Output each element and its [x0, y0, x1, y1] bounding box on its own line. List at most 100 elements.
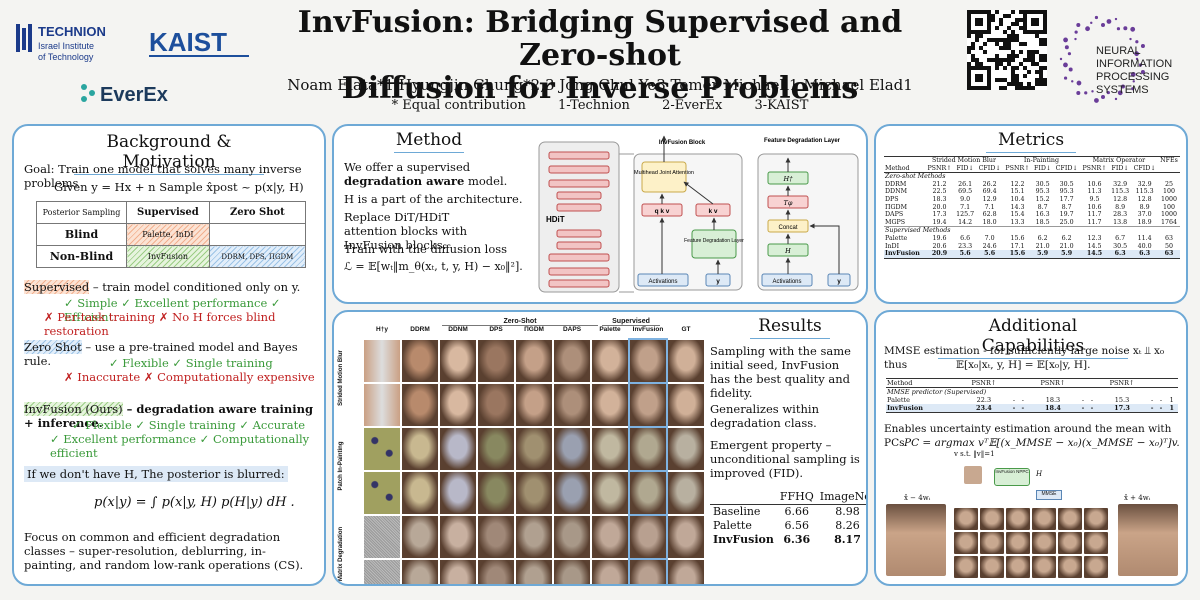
- metrics-sup-1-1: 20.6: [932, 242, 947, 250]
- results-image: [554, 560, 590, 584]
- mmse-head-1: PSNR↑: [971, 379, 997, 387]
- metrics-zs-4-10: 1000: [1160, 211, 1177, 219]
- ps-header-0: Posterior Sampling: [36, 201, 127, 224]
- ps-nonblind-sup: InvFusion: [126, 245, 210, 268]
- qr-code-icon[interactable]: [967, 10, 1047, 90]
- results-image: [478, 340, 514, 382]
- mmse-r0-3: -: [1021, 396, 1024, 404]
- metrics-sup-label: Supervised Methods: [885, 227, 951, 235]
- results-image: [668, 428, 704, 470]
- metrics-sup-1-10: 50: [1164, 242, 1173, 250]
- metrics-zs-5-1: 19.4: [932, 218, 947, 226]
- results-image: [592, 516, 628, 558]
- method-p2: H is a part of the architecture.: [344, 192, 523, 206]
- metrics-zs-5-10: 1764: [1160, 218, 1177, 226]
- metrics-zs-5-7: 11.7: [1087, 218, 1102, 226]
- hdit-layer: [556, 229, 602, 238]
- metrics-title: Metrics: [986, 130, 1076, 153]
- metrics-zs-5-5: 18.5: [1035, 218, 1050, 226]
- ps-blind: Blind: [36, 223, 127, 246]
- mmse-label: MMSE predictor (Supervised): [887, 388, 987, 396]
- technion-sub-2: of Technology: [38, 52, 94, 62]
- results-image: [364, 384, 400, 426]
- metrics-sub-7: PSNR↑: [1082, 164, 1107, 172]
- metrics-zs-0-1: 21.2: [932, 180, 947, 188]
- metrics-sub-6: CFID↓: [1055, 164, 1078, 172]
- supervised-cons: ✗ Per-task training ✗ No H forces blind …: [44, 310, 276, 338]
- metrics-sub-10: [1158, 165, 1180, 173]
- metrics-zs-1-9: 115.3: [1135, 188, 1154, 196]
- ps-blind-sup: Palette, InDI: [126, 223, 210, 246]
- metrics-zs-1-3: 69.4: [982, 188, 997, 196]
- metrics-zs-2-3: 12.9: [982, 195, 997, 203]
- metrics-sup-0-3: 7.0: [984, 234, 995, 242]
- affil-everex: 2-EverEx: [662, 98, 723, 113]
- metrics-table: Strided Motion Blur In-Painting Matrix O…: [884, 156, 1180, 259]
- metrics-sub-1: PSNR↑: [927, 164, 952, 172]
- metrics-sup-0-5: 6.2: [1037, 234, 1048, 242]
- pc-variation-image: [980, 508, 1004, 530]
- metrics-sup-1-9: 40.0: [1137, 242, 1152, 250]
- metrics-inv-6: 5.9: [1053, 250, 1080, 259]
- mmse-inv-10: 1: [1165, 404, 1178, 413]
- results-image: [364, 516, 400, 558]
- results-image: [516, 340, 552, 382]
- posterior-sampling-table: Posterior Sampling Supervised Zero Shot …: [36, 201, 307, 268]
- metrics-sup-0-0: Palette: [885, 234, 908, 242]
- ps-nonblind: Non-Blind: [36, 245, 127, 268]
- mmse-head-9: [1157, 379, 1166, 388]
- zs-header: Zero-Shot: [442, 318, 598, 326]
- metrics-zs-4-0: DAPS: [885, 211, 904, 219]
- results-image: [592, 428, 628, 470]
- results-image: [440, 472, 476, 514]
- results-image: [628, 470, 668, 516]
- results-image: [668, 560, 704, 584]
- mmse-inv-2: -: [1009, 404, 1019, 413]
- metrics-sub-9: CFID↓: [1133, 164, 1156, 172]
- results-col-label: ΠGDM: [524, 326, 544, 333]
- fid-r2-2: 8.17: [834, 533, 861, 546]
- metrics-zs-3-7: 10.6: [1087, 203, 1102, 211]
- pc-variation-image: [1084, 508, 1108, 530]
- fdl-activations-label: Activations: [772, 279, 801, 285]
- results-image: [628, 514, 668, 560]
- results-image: [364, 428, 400, 470]
- attention-label: Multihead Joint Attention: [634, 170, 694, 176]
- results-col-label: Palette: [599, 326, 621, 333]
- metrics-zs-2-7: 9.5: [1089, 195, 1100, 203]
- results-image: [516, 560, 552, 584]
- results-image: [554, 428, 590, 470]
- metrics-sup-1-7: 14.5: [1087, 242, 1102, 250]
- authors: Noam Elata*1 Hyungjin Chung*2,3 Jong Chu…: [287, 76, 913, 94]
- metrics-zs-1-1: 22.5: [932, 188, 947, 196]
- metrics-zs-3-2: 7.1: [960, 203, 971, 211]
- mmse-text-2: 𝔼[x₀|xₜ, y, H] = 𝔼[x₀|y, H].: [956, 359, 1091, 371]
- mmse-head-7: PSNR↑: [1109, 379, 1135, 387]
- fid-h1: FFHQ: [779, 490, 814, 503]
- focus-text: Focus on common and efficient degradatio…: [24, 530, 304, 572]
- metrics-zs-0-10: 25: [1164, 180, 1173, 188]
- metrics-zs-1-6: 95.3: [1059, 188, 1074, 196]
- qkv-label: q k v: [655, 208, 670, 215]
- ps-nonblind-zs: DDRM, DPS, ΠGDM: [208, 245, 307, 268]
- metrics-zs-0-4: 12.2: [1010, 180, 1025, 188]
- hdit-layer: [548, 253, 610, 262]
- metrics-zs-5-0: MGPS: [885, 218, 906, 226]
- metrics-inv-10: 63: [1157, 250, 1180, 259]
- tphi-label: Tφ: [784, 199, 793, 207]
- metrics-group-2: Matrix Operator: [1092, 157, 1146, 164]
- metrics-zs-0-2: 26.1: [958, 180, 973, 188]
- everex-name: EverEx: [100, 84, 168, 106]
- metrics-sup-1-6: 21.0: [1059, 242, 1074, 250]
- metrics-inv-3: 5.6: [976, 250, 1003, 259]
- metrics-zs-1-2: 69.5: [958, 188, 973, 196]
- metrics-zs-0-8: 32.9: [1113, 180, 1128, 188]
- mmse-r0-4: 18.3: [1045, 396, 1061, 404]
- zeroshot-pros: ✓ Flexible ✓ Single training: [109, 356, 273, 370]
- pc-left-label: x̂ − 4wᵢ: [904, 494, 931, 502]
- metrics-zs-3-1: 20.0: [932, 203, 947, 211]
- fid-r1-2: 8.26: [835, 519, 860, 532]
- metrics-zs-2-8: 12.8: [1113, 195, 1128, 203]
- background-title: Background & Motivation: [74, 132, 264, 175]
